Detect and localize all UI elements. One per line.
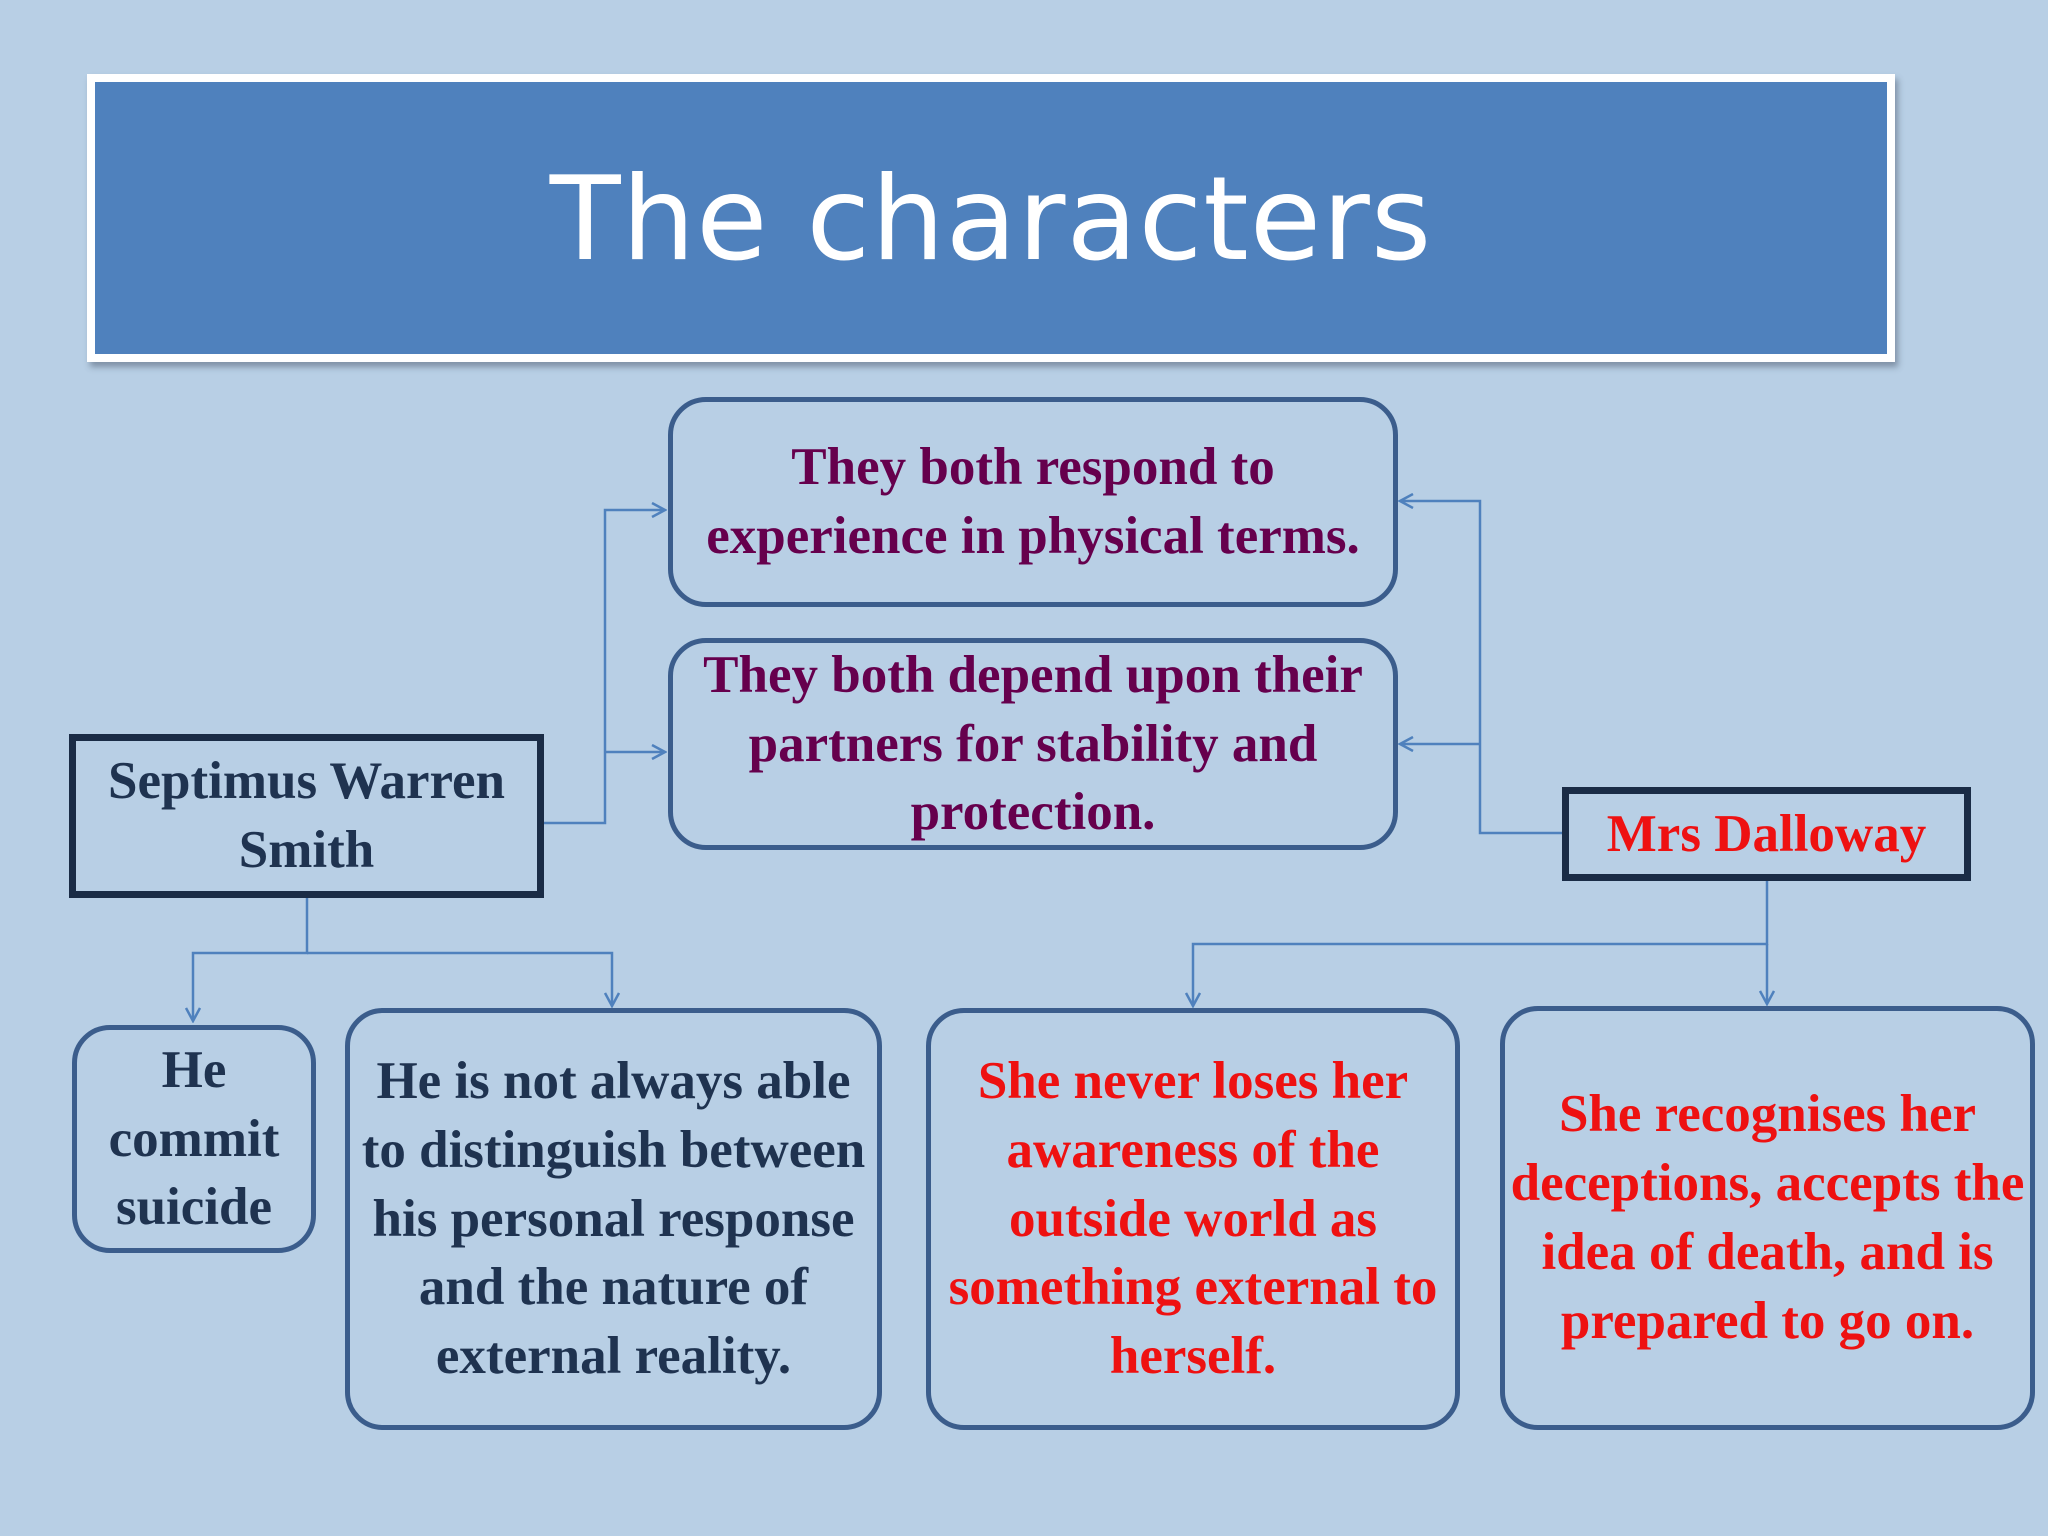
shared-trait-text-2: They both depend upon their partners for… — [703, 645, 1363, 842]
connector-septimus-shared1 — [543, 510, 665, 825]
septimus-node: Septimus Warren Smith — [69, 734, 544, 898]
title-banner: The characters — [87, 74, 1895, 362]
septimus-trait-box-1: He commit suicide — [72, 1025, 316, 1253]
connector-septimus-trait2 — [307, 951, 612, 1006]
septimus-trait-text-2: He is not always able to distinguish bet… — [361, 1051, 866, 1386]
connector-dalloway-shared1 — [1400, 501, 1562, 835]
connector-dalloway-trait1 — [1193, 880, 1769, 1006]
dalloway-name: Mrs Dalloway — [1606, 804, 1927, 863]
shared-trait-box-2: They both depend upon their partners for… — [668, 638, 1398, 850]
dalloway-trait-text-1: She never loses her awareness of the out… — [948, 1051, 1438, 1386]
dalloway-trait-text-2: She recognises her deceptions, accepts t… — [1510, 1085, 2025, 1350]
dalloway-node: Mrs Dalloway — [1562, 787, 1971, 881]
shared-trait-text-1: They both respond to experience in physi… — [706, 438, 1360, 565]
slide-title: The characters — [549, 151, 1433, 287]
septimus-trait-box-2: He is not always able to distinguish bet… — [345, 1008, 882, 1430]
septimus-trait-text-1: He commit suicide — [108, 1040, 280, 1237]
connector-septimus-trait1 — [193, 896, 309, 1021]
dalloway-trait-box-1: She never loses her awareness of the out… — [926, 1008, 1460, 1430]
septimus-name: Septimus Warren Smith — [107, 752, 506, 879]
shared-trait-box-1: They both respond to experience in physi… — [668, 397, 1398, 607]
dalloway-trait-box-2: She recognises her deceptions, accepts t… — [1500, 1006, 2035, 1430]
